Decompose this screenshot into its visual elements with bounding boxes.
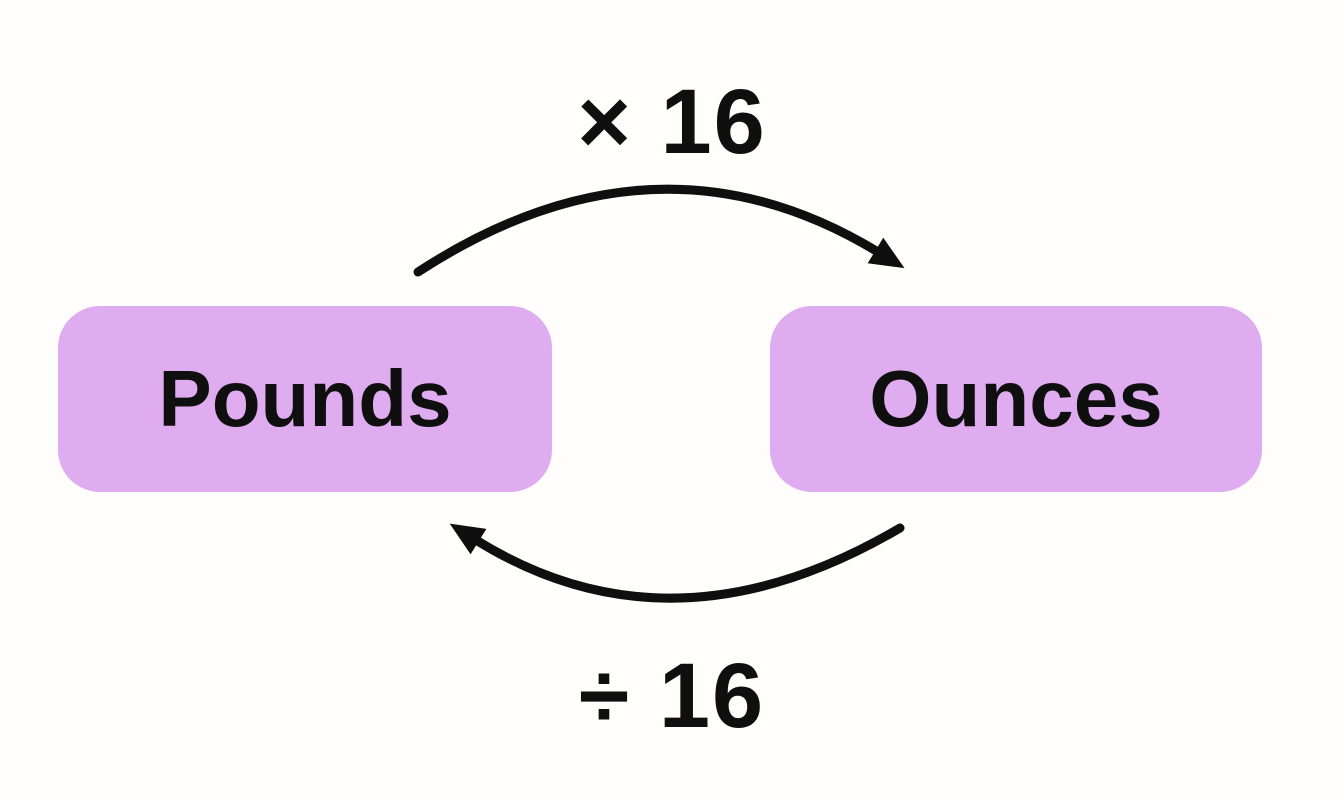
node-ounces-label: Ounces [869, 354, 1163, 443]
multiply-label: × 16 [577, 71, 767, 173]
node-pounds: Pounds [58, 306, 552, 492]
divide-label: ÷ 16 [578, 645, 766, 747]
multiply-arrow-curve [413, 184, 905, 277]
node-ounces: Ounces [770, 306, 1262, 492]
divide-arrow-curve [449, 523, 905, 603]
node-pounds-label: Pounds [158, 354, 452, 443]
